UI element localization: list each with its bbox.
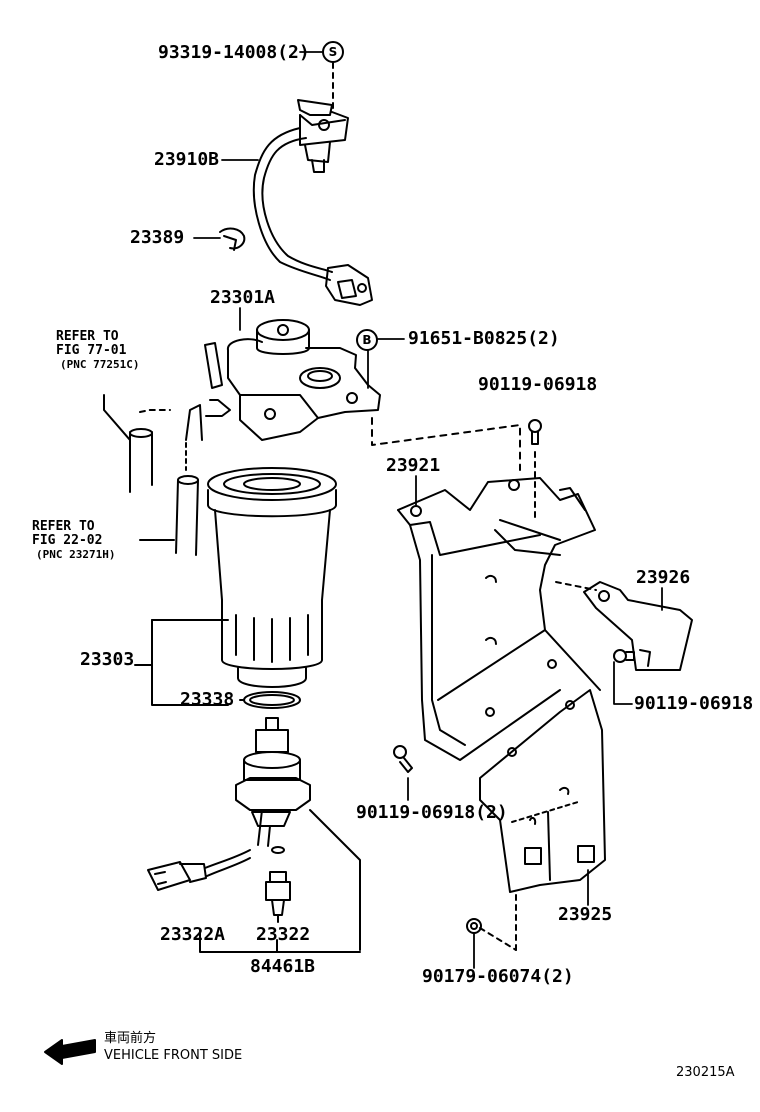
callout-93319-14008: 93319-14008(2) bbox=[158, 42, 310, 63]
hoses-part bbox=[103, 394, 199, 556]
refer-note-fig-22-02: REFER TO FIG 22-02 (PNC 23271H) bbox=[32, 520, 115, 562]
callout-90119-06918-right: 90119-06918 bbox=[634, 693, 754, 714]
refer-note-line1: REFER TO bbox=[56, 329, 119, 344]
callout-23303: 23303 bbox=[80, 649, 135, 670]
badge-b-icon: B bbox=[356, 329, 378, 351]
bracket-23921-part bbox=[371, 417, 601, 761]
front-direction-arrow bbox=[44, 1039, 96, 1065]
callout-23322a: 23322A bbox=[160, 924, 226, 945]
callout-23322: 23322 bbox=[256, 924, 311, 945]
refer-note-line1: REFER TO bbox=[32, 519, 95, 534]
figure-id: 230215A bbox=[676, 1065, 735, 1080]
refer-note-line3: (PNC 23271H) bbox=[36, 548, 116, 561]
direction-label-jp: 車両前方 bbox=[104, 1031, 157, 1046]
callout-91651-b0825: 91651-B0825(2) bbox=[408, 328, 560, 349]
filter-23303-part bbox=[134, 467, 337, 706]
callout-23301a: 23301A bbox=[210, 287, 276, 308]
callout-23910b: 23910B bbox=[154, 149, 220, 170]
filter-head-23301a-part bbox=[185, 319, 381, 441]
leader-lines bbox=[193, 51, 663, 969]
refer-note-fig-77-01: REFER TO FIG 77-01 (PNC 77251C) bbox=[56, 330, 139, 372]
callout-90179-06074: 90179-06074(2) bbox=[422, 966, 574, 987]
callout-23389: 23389 bbox=[130, 227, 185, 248]
fasteners-part bbox=[393, 419, 635, 934]
bracket-23926-part bbox=[555, 581, 693, 671]
water-sensor-84461b-part bbox=[147, 717, 361, 953]
callout-23921: 23921 bbox=[386, 455, 441, 476]
callout-23925: 23925 bbox=[558, 904, 613, 925]
badge-s-icon: S bbox=[322, 41, 344, 63]
refer-note-line3: (PNC 77251C) bbox=[60, 358, 140, 371]
refer-note-line2: FIG 77-01 bbox=[56, 343, 127, 358]
refer-note-line2: FIG 22-02 bbox=[32, 533, 103, 548]
direction-label-en: VEHICLE FRONT SIDE bbox=[104, 1048, 243, 1063]
clamp-23389-part bbox=[219, 227, 246, 251]
callout-90119-06918-top: 90119-06918 bbox=[478, 374, 598, 395]
sensor-23910b-part bbox=[252, 62, 373, 306]
callout-23926: 23926 bbox=[636, 567, 691, 588]
callout-84461b: 84461B bbox=[250, 956, 316, 977]
callout-23338: 23338 bbox=[180, 689, 235, 710]
bracket-23925-part bbox=[479, 659, 606, 951]
callout-90119-06918-left: 90119-06918(2) bbox=[356, 802, 508, 823]
oring-23338-part bbox=[239, 691, 301, 709]
